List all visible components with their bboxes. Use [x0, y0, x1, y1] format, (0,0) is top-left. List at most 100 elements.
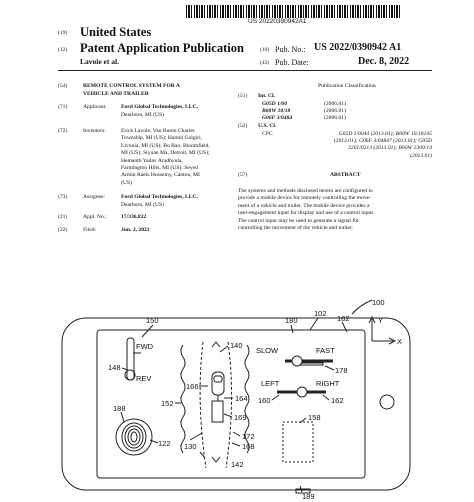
- ref-178: 178: [335, 366, 348, 375]
- abstract-title: ABSTRACT: [330, 172, 361, 178]
- leader-158: [299, 417, 307, 424]
- ref-140: 140: [230, 341, 243, 350]
- phone-body: [61, 317, 411, 491]
- ref-162: 162: [331, 396, 344, 405]
- abstract-line: The control input may be used to generat…: [238, 217, 359, 224]
- leader-100: [351, 299, 373, 315]
- left-label: LEFT: [261, 379, 280, 388]
- us-cl-tag: (52): [238, 123, 248, 129]
- ref-102: 102: [314, 309, 327, 318]
- ref-152: 152: [161, 399, 174, 408]
- vehicle-icon: [211, 371, 225, 396]
- abstract-line: provide a mobile device for remotely con…: [238, 195, 371, 202]
- filed-date: Jun. 2, 2021: [121, 227, 150, 233]
- inventors-label: Inventors:: [83, 128, 106, 134]
- applicant-tag: (71): [58, 104, 68, 110]
- assignee-tag: (73): [58, 194, 68, 200]
- inventors-line: Hemanth Yadav Aradhyula,: [121, 157, 183, 164]
- fingerprint-icon: [121, 422, 147, 452]
- title-line-2: VEHICLE AND TRAILER: [83, 90, 149, 97]
- pub-no-label: Pub. No.:: [275, 45, 306, 54]
- inventors-line: Livonia, MI (US); Bo Bao, Bloomfield,: [121, 142, 210, 149]
- leader-170: [189, 432, 203, 441]
- home-button: [379, 394, 395, 410]
- vehicle-windshield: [213, 375, 223, 383]
- int-cl-row: G06F 3/0484 (2006.01): [262, 115, 382, 122]
- ref-169: 169: [234, 413, 247, 422]
- cpc-line: G05D 1/0044 (2013.01); B60W 10/18145: [338, 130, 432, 137]
- inventors-line: Farmington Hills, MI (US); Seyed: [121, 165, 198, 172]
- ref-189: 189: [302, 492, 315, 501]
- assignee-label: Assignee:: [83, 194, 106, 200]
- inventors-line: Township, MI (US); Hamid Golgiri,: [121, 135, 203, 142]
- ref-182: 182: [337, 314, 350, 323]
- appl-tag: (21): [58, 214, 68, 220]
- inventor-short: Lavoie et al.: [80, 57, 119, 66]
- engagement-box: [282, 421, 314, 463]
- right-divider: [244, 344, 250, 454]
- abstract-tag: (57): [238, 172, 248, 178]
- int-cl-code: B60W 10/18: [262, 107, 291, 114]
- int-cl-row: B60W 10/18 (2006.01): [262, 108, 382, 115]
- inventors-line: Armin Raeis Hosseiny, Canton, MI: [121, 172, 200, 179]
- fwd-rev-track: [126, 337, 135, 381]
- fingerprint-circle: [115, 418, 153, 456]
- leader-178: [324, 365, 335, 371]
- country-tag: (19): [58, 30, 68, 36]
- leader-168: [231, 442, 241, 447]
- path-line-left: [199, 341, 207, 469]
- int-cl-code: G05D 1/00: [262, 100, 288, 107]
- barcode-number: US 20220390942A1: [248, 18, 307, 25]
- leader-189: [299, 485, 303, 493]
- cpc-line: (2013.01): [410, 152, 432, 159]
- abstract-line: The systems and methods disclosed herein…: [238, 188, 373, 194]
- int-cl-year: (2006.01): [324, 107, 346, 114]
- abstract-line: user-engagement input for display and us…: [238, 210, 375, 217]
- fwd-rev-knob: [124, 369, 136, 381]
- us-cl-label: U.S. Cl.: [258, 123, 277, 129]
- appl-label: Appl. No.:: [83, 214, 107, 220]
- inventors-list: Erick Lavoie, Van Buren Charter Township…: [121, 128, 271, 187]
- speed-range: [299, 362, 324, 366]
- int-cl-year: (2006.01): [324, 100, 346, 107]
- int-cl-tag: (51): [238, 93, 248, 99]
- ref-142: 142: [231, 460, 244, 469]
- leader-160: [271, 394, 280, 401]
- axis-x-label: X: [397, 337, 402, 346]
- int-cl-row: G05D 1/00 (2006.01): [262, 101, 382, 108]
- ref-100: 100: [372, 298, 385, 307]
- ref-188: 188: [113, 404, 126, 413]
- leader-169: [223, 413, 233, 418]
- header-rule: [58, 70, 432, 71]
- int-cl-code: G06F 3/0484: [262, 115, 293, 122]
- filed-tag: (22): [58, 227, 68, 233]
- abstract-line: controlling the movement of the vehicle …: [238, 225, 353, 232]
- reverse-arrow: [211, 456, 221, 463]
- applicant-label: Applicant:: [83, 104, 107, 110]
- int-cl-year: (2006.01): [324, 115, 346, 122]
- ref-180: 180: [285, 316, 298, 325]
- fast-label: FAST: [316, 346, 335, 355]
- pub-date: Dec. 8, 2022: [358, 56, 410, 67]
- fwd-label: FWD: [136, 342, 154, 351]
- pub-date-tag: (43): [260, 60, 270, 66]
- pub-type-tag: (12): [58, 47, 68, 53]
- leader-102: [309, 317, 319, 331]
- applicant-name: Ford Global Technologies, LLC,: [121, 104, 198, 110]
- speed-knob: [291, 355, 303, 367]
- leader-180: [290, 324, 294, 334]
- leader-188: [120, 411, 125, 423]
- applicant-city: Dearborn, MI (US): [121, 111, 165, 118]
- ref-172: 172: [242, 432, 255, 441]
- leader-162: [322, 394, 330, 401]
- slow-label: SLOW: [256, 346, 279, 355]
- leader-182: [341, 321, 348, 333]
- cpc-line: (2013.01); G06F 3/04847 (2013.01); G05D: [333, 137, 432, 144]
- cpc-line: 2201/0213 (2013.01); B60W 2300/14: [348, 145, 432, 152]
- leader-172: [232, 431, 241, 437]
- inventors-tag: (72): [58, 128, 68, 134]
- leader-122: [149, 439, 159, 444]
- phone-port: [295, 488, 311, 494]
- rev-label: REV: [136, 374, 151, 383]
